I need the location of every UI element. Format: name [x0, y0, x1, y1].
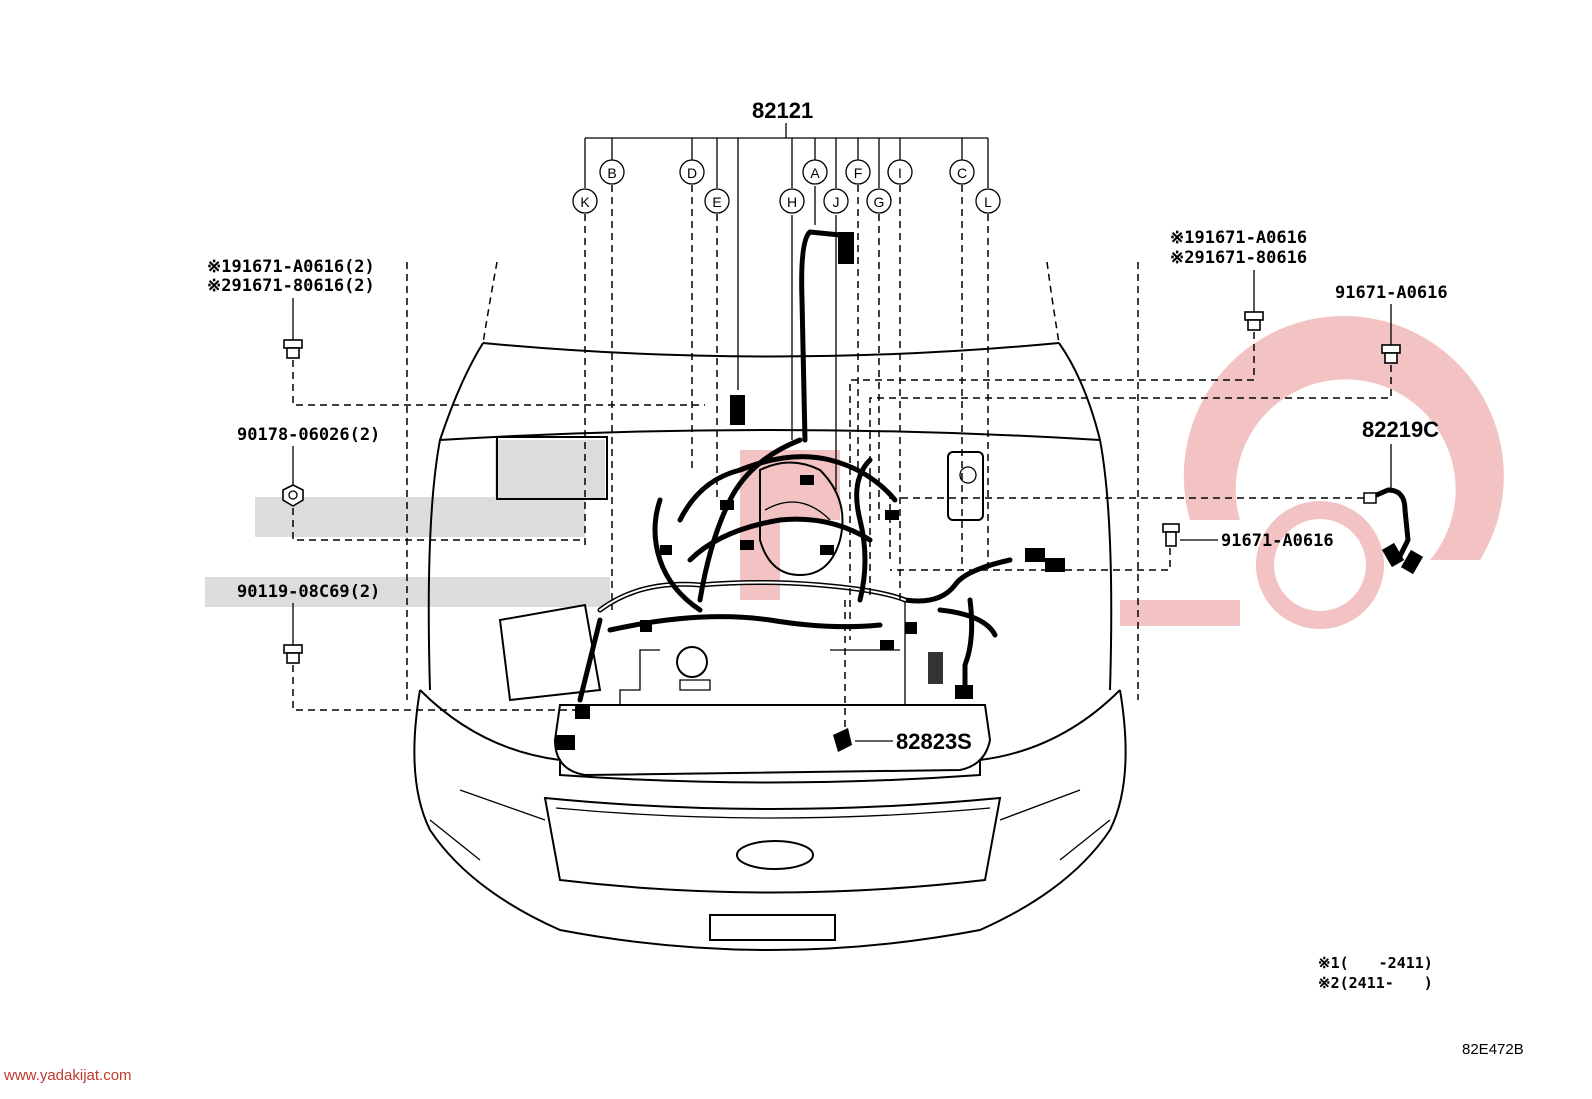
- svg-text:C: C: [957, 165, 967, 181]
- diagram-code: 82E472B: [1462, 1041, 1524, 1058]
- svg-text:B: B: [607, 165, 616, 181]
- svg-text:G: G: [874, 194, 885, 210]
- callout-e: E: [704, 188, 730, 214]
- svg-text:L: L: [984, 194, 992, 210]
- bolt-icon: [1162, 523, 1180, 547]
- svg-text:J: J: [833, 194, 840, 210]
- clip-icon: [833, 728, 852, 752]
- right-part-1-line1: ※191671-A0616: [1170, 228, 1307, 248]
- main-part-82121: 82121: [584, 98, 989, 490]
- sensor-wire-icon: [1363, 487, 1424, 575]
- watermark-logo: [205, 315, 1504, 629]
- callout-a: A: [802, 159, 828, 185]
- svg-text:K: K: [580, 194, 590, 210]
- right-part-1-line2: ※291671-80616: [1170, 248, 1307, 268]
- callout-k: K: [572, 188, 598, 214]
- bolt-icon: [283, 339, 303, 359]
- callout-g: G: [866, 188, 892, 214]
- callout-j: J: [823, 188, 849, 214]
- bottom-part-82823s: 82823S: [833, 600, 972, 754]
- left-part-2-line1: 90178-06026(2): [237, 425, 380, 445]
- callout-l: L: [975, 188, 1001, 214]
- right-part-3-line1: 82219C: [1362, 417, 1439, 442]
- left-part-labels: ※191671-A0616(2) ※291671-80616(2) 90178-…: [207, 257, 705, 711]
- wire-harness: [555, 229, 1065, 750]
- bolt-icon: [1244, 311, 1264, 331]
- bottom-part-number: 82823S: [896, 729, 972, 754]
- main-part-number: 82121: [752, 98, 813, 123]
- note-2: ※2(2411- ): [1318, 974, 1433, 992]
- notes: ※1( -2411) ※2(2411- ): [1318, 954, 1433, 992]
- left-part-1-line2: ※291671-80616(2): [207, 276, 375, 296]
- svg-text:E: E: [712, 194, 721, 210]
- callout-d: D: [679, 159, 705, 185]
- callout-h: H: [779, 188, 805, 214]
- note-1: ※1( -2411): [1318, 954, 1433, 972]
- right-part-2-line1: 91671-A0616: [1335, 283, 1448, 303]
- right-part-4-line1: 91671-A0616: [1221, 531, 1334, 551]
- svg-text:I: I: [898, 165, 902, 181]
- bolt-icon: [1381, 344, 1401, 364]
- left-part-1-line1: ※191671-A0616(2): [207, 257, 375, 277]
- svg-text:H: H: [787, 194, 797, 210]
- left-part-3-line1: 90119-08C69(2): [237, 582, 380, 602]
- nut-icon: [282, 484, 304, 507]
- callout-i: I: [887, 159, 913, 185]
- svg-text:D: D: [687, 165, 697, 181]
- bolt-icon: [283, 644, 303, 664]
- svg-text:A: A: [810, 165, 820, 181]
- website-watermark: www.yadakijat.com: [3, 1067, 132, 1084]
- callout-letters: K B D E H A J F G I C L: [572, 159, 1001, 214]
- callout-f: F: [845, 159, 871, 185]
- svg-text:F: F: [854, 165, 863, 181]
- right-part-labels: ※191671-A0616 ※291671-80616 91671-A0616 …: [849, 228, 1448, 640]
- vehicle-outline: [406, 261, 1139, 951]
- callout-leaders: [584, 185, 989, 610]
- callout-c: C: [949, 159, 975, 185]
- callout-b: B: [599, 159, 625, 185]
- engine-bay: [496, 436, 992, 777]
